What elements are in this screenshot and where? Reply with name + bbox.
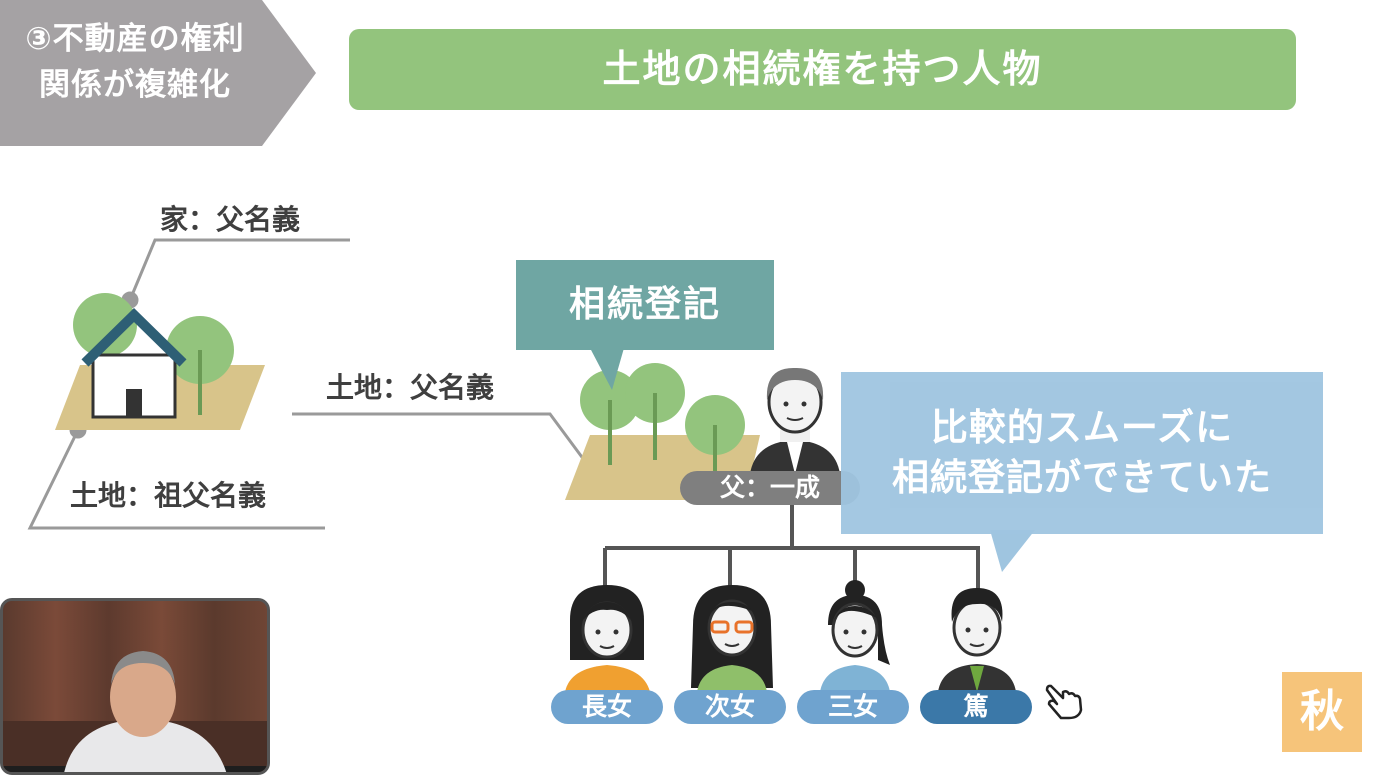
webcam-overlay bbox=[0, 598, 270, 775]
banner-title: 土地の相続権を持つ人物 bbox=[349, 29, 1296, 110]
child-avatar-son bbox=[938, 588, 1016, 692]
child-label-eldest-daughter: 長女 bbox=[551, 690, 663, 724]
child-avatar-eldest-daughter bbox=[565, 585, 650, 692]
father-avatar bbox=[750, 367, 840, 474]
bubble-top-tail bbox=[590, 348, 624, 390]
label-land-grandfather: 土地：祖父名義 bbox=[70, 479, 267, 512]
child-avatar-third-daughter bbox=[820, 580, 890, 692]
bubble-bottom: 比較的スムーズに 相続登記ができていた bbox=[841, 372, 1323, 534]
child-label-second-daughter: 次女 bbox=[674, 690, 786, 724]
child-label-third-daughter: 三女 bbox=[797, 690, 909, 724]
child-label-son: 篤 bbox=[920, 690, 1032, 724]
father-label: 父：一成 bbox=[680, 471, 860, 505]
bubble-top: 相続登記 bbox=[516, 260, 774, 350]
section-tag-text: ③不動産の権利 関係が複雑化 bbox=[0, 16, 270, 108]
label-house: 家：父名義 bbox=[160, 203, 301, 236]
section-tag bbox=[0, 0, 316, 146]
section-tag-line1: ③不動産の権利 bbox=[25, 21, 245, 57]
house-illustration bbox=[55, 293, 265, 430]
label-land-father: 土地：父名義 bbox=[326, 371, 495, 404]
bubble-bottom-tail bbox=[990, 530, 1035, 572]
watermark-badge: 秋 bbox=[1282, 672, 1362, 752]
child-avatar-second-daughter bbox=[691, 585, 773, 692]
bubble-bottom-line2: 相続登記ができていた bbox=[892, 456, 1272, 499]
presenter-video bbox=[3, 651, 267, 772]
section-tag-line2: 関係が複雑化 bbox=[39, 67, 231, 103]
hand-pointer-icon bbox=[1045, 684, 1083, 720]
bubble-bottom-line1: 比較的スムーズに bbox=[930, 406, 1234, 449]
